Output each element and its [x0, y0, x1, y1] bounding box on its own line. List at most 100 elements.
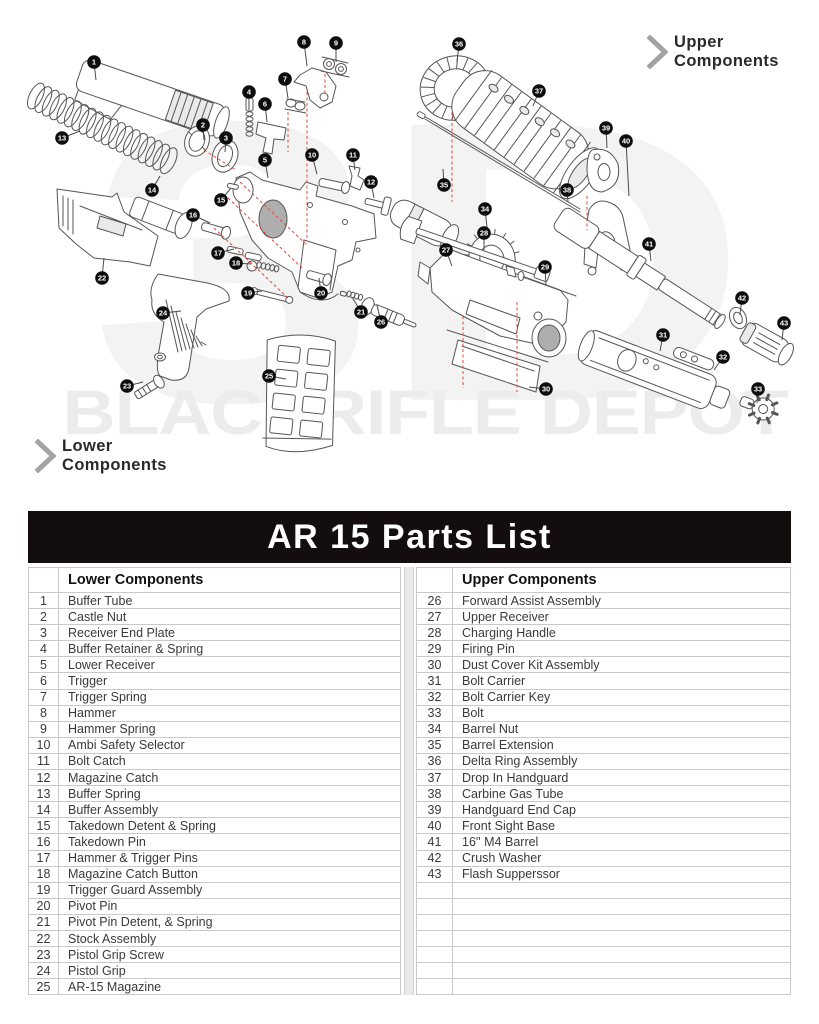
part-number-cell: 18 — [28, 865, 59, 883]
upper-components-label: Upper Components — [646, 33, 779, 72]
svg-text:12: 12 — [367, 178, 375, 187]
callout-26: 26 — [374, 315, 388, 329]
flash-suppressor-art — [739, 322, 794, 366]
part-number-cell: 12 — [28, 769, 59, 787]
callout-9: 9 — [329, 36, 343, 50]
bolt-carrier-art — [577, 330, 731, 409]
callout-4: 4 — [242, 85, 256, 99]
part-number-cell: 38 — [416, 785, 453, 803]
part-name-cell: Dust Cover Kit Assembly — [452, 656, 791, 674]
svg-text:4: 4 — [247, 88, 252, 97]
svg-text:21: 21 — [357, 308, 365, 317]
exploded-parts-diagram: 3D BLACKRIFLE DEPOT — [27, 35, 794, 485]
table-gutter — [401, 567, 416, 996]
part-name-cell: Flash Supperssor — [452, 865, 791, 883]
part-name-cell: Buffer Tube — [58, 591, 401, 610]
part-number-cell: 19 — [28, 881, 59, 899]
callout-40: 40 — [619, 134, 633, 148]
svg-text:26: 26 — [377, 318, 385, 327]
part-number-cell: 31 — [416, 672, 453, 690]
empty-row — [416, 929, 791, 948]
part-number-cell: 8 — [28, 704, 59, 722]
part-number-cell: 5 — [28, 656, 59, 674]
crush-washer-art — [728, 306, 748, 330]
part-number-cell: 30 — [416, 656, 453, 674]
part-name-cell: Trigger Guard Assembly — [58, 881, 401, 899]
part-name-cell: Pistol Grip — [58, 962, 401, 980]
lower-receiver-art — [232, 171, 377, 301]
svg-text:14: 14 — [148, 186, 157, 195]
upper-label-line2: Components — [674, 52, 779, 71]
svg-text:7: 7 — [283, 75, 287, 84]
part-number-cell: 1 — [28, 591, 59, 610]
svg-text:20: 20 — [317, 289, 325, 298]
pivot-pin-art — [306, 270, 332, 287]
svg-text:28: 28 — [480, 229, 488, 238]
header-num-cell — [28, 567, 59, 593]
pistol-grip-screw-art — [134, 352, 166, 400]
part-number-cell: 36 — [416, 752, 453, 771]
svg-text:11: 11 — [349, 151, 357, 160]
callout-2: 2 — [196, 118, 210, 132]
part-number-cell: 10 — [28, 736, 59, 754]
empty-row — [416, 946, 791, 964]
lower-components-label: Lower Components — [34, 437, 167, 476]
svg-text:2: 2 — [201, 121, 205, 130]
part-name-cell: Buffer Spring — [58, 785, 401, 803]
callout-35: 35 — [437, 178, 451, 192]
svg-text:1: 1 — [92, 58, 96, 67]
part-number-cell: 6 — [28, 672, 59, 690]
empty-row — [416, 962, 791, 980]
part-name-cell: Barrel Nut — [452, 720, 791, 738]
svg-text:5: 5 — [263, 156, 267, 165]
barrel-art — [553, 207, 726, 329]
part-number-cell: 42 — [416, 849, 453, 867]
callout-13: 13 — [55, 131, 69, 145]
callout-18: 18 — [229, 256, 243, 270]
buffer-spring-art — [27, 82, 178, 175]
part-name-cell: Lower Receiver — [58, 656, 401, 674]
callout-10: 10 — [305, 148, 319, 162]
parts-list-title: AR 15 Parts List — [28, 511, 791, 563]
part-number-cell: 27 — [416, 608, 453, 626]
alignment-dashed-lines — [203, 74, 588, 392]
part-number-cell: 20 — [28, 897, 59, 915]
callout-30: 30 — [539, 382, 553, 396]
part-name-cell: Hammer & Trigger Pins — [58, 849, 401, 867]
svg-text:43: 43 — [780, 319, 788, 328]
part-number-cell: 34 — [416, 720, 453, 738]
pivot-pin-detent-art — [339, 290, 364, 301]
callout-36: 36 — [452, 37, 466, 51]
svg-text:23: 23 — [123, 382, 131, 391]
part-name-cell: Stock Assembly — [58, 929, 401, 948]
buffer-assembly-art — [129, 196, 193, 239]
empty-row — [416, 881, 791, 899]
hammer-trigger-pins-art — [226, 245, 262, 262]
callout-14: 14 — [145, 183, 159, 197]
part-number-cell: 15 — [28, 817, 59, 835]
part-name-cell: Crush Washer — [452, 849, 791, 867]
svg-text:40: 40 — [622, 137, 630, 146]
lower-label-line2: Components — [62, 456, 167, 475]
svg-text:34: 34 — [481, 205, 490, 214]
